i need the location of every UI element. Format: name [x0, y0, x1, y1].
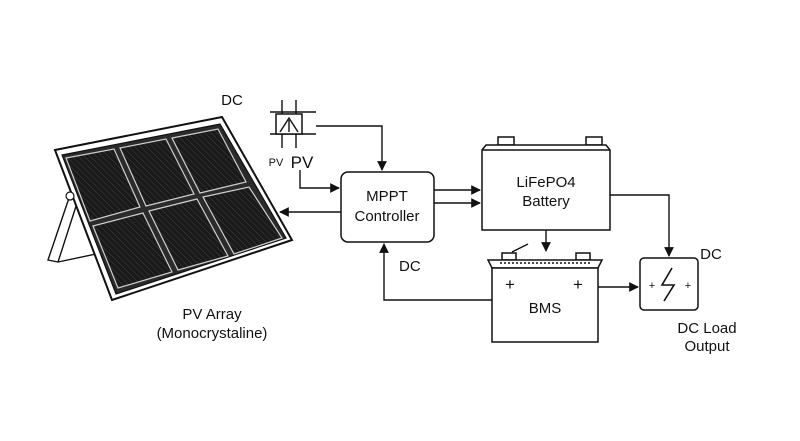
array-label-line2: (Monocrystaline)	[157, 325, 268, 342]
panel-hinge	[65, 191, 75, 201]
mppt-controller-box	[340, 171, 435, 243]
bms-plus-right: +	[573, 275, 583, 294]
panel-stand-left	[47, 194, 79, 263]
pv-cells	[65, 128, 283, 289]
dc-load-device	[639, 257, 699, 311]
mppt-label-line1: MPPT	[366, 188, 408, 205]
wiring	[279, 125, 674, 301]
pv-cell	[119, 138, 195, 207]
wire-battery-to-load	[610, 194, 674, 257]
battery-label-line1: LiFePO4	[516, 174, 575, 191]
load-plus-right: +	[685, 280, 691, 292]
label-dc-feedback: DC	[399, 258, 421, 275]
label-dc-top: DC	[221, 92, 243, 109]
pv-junction-symbol	[270, 100, 316, 148]
lifepo4-battery	[481, 136, 611, 231]
load-label-line2: Output	[684, 338, 730, 355]
pv-cell	[92, 212, 173, 289]
load-label-line1: DC Load	[677, 320, 736, 337]
label-pv-big: PV	[291, 153, 314, 172]
pv-cell	[202, 186, 283, 255]
bms-label: BMS	[529, 300, 562, 317]
pv-array-panel	[47, 115, 294, 302]
bms-plus-left: +	[505, 275, 515, 294]
pv-cell	[171, 128, 247, 194]
wire-bms-to-mppt	[379, 243, 492, 301]
load-plus-left: +	[649, 280, 655, 292]
battery-label-line2: Battery	[522, 193, 570, 210]
bms-unit	[486, 243, 604, 343]
wire-pv-to-mppt	[316, 125, 387, 171]
pv-cell	[65, 148, 141, 222]
pv-cell	[148, 198, 229, 271]
label-pv-small: PV	[269, 157, 284, 169]
mppt-label-line2: Controller	[354, 208, 419, 225]
array-label-line1: PV Array	[182, 306, 242, 323]
label-dc-right: DC	[700, 246, 722, 263]
wire-pv-label-to-mppt	[299, 170, 340, 193]
